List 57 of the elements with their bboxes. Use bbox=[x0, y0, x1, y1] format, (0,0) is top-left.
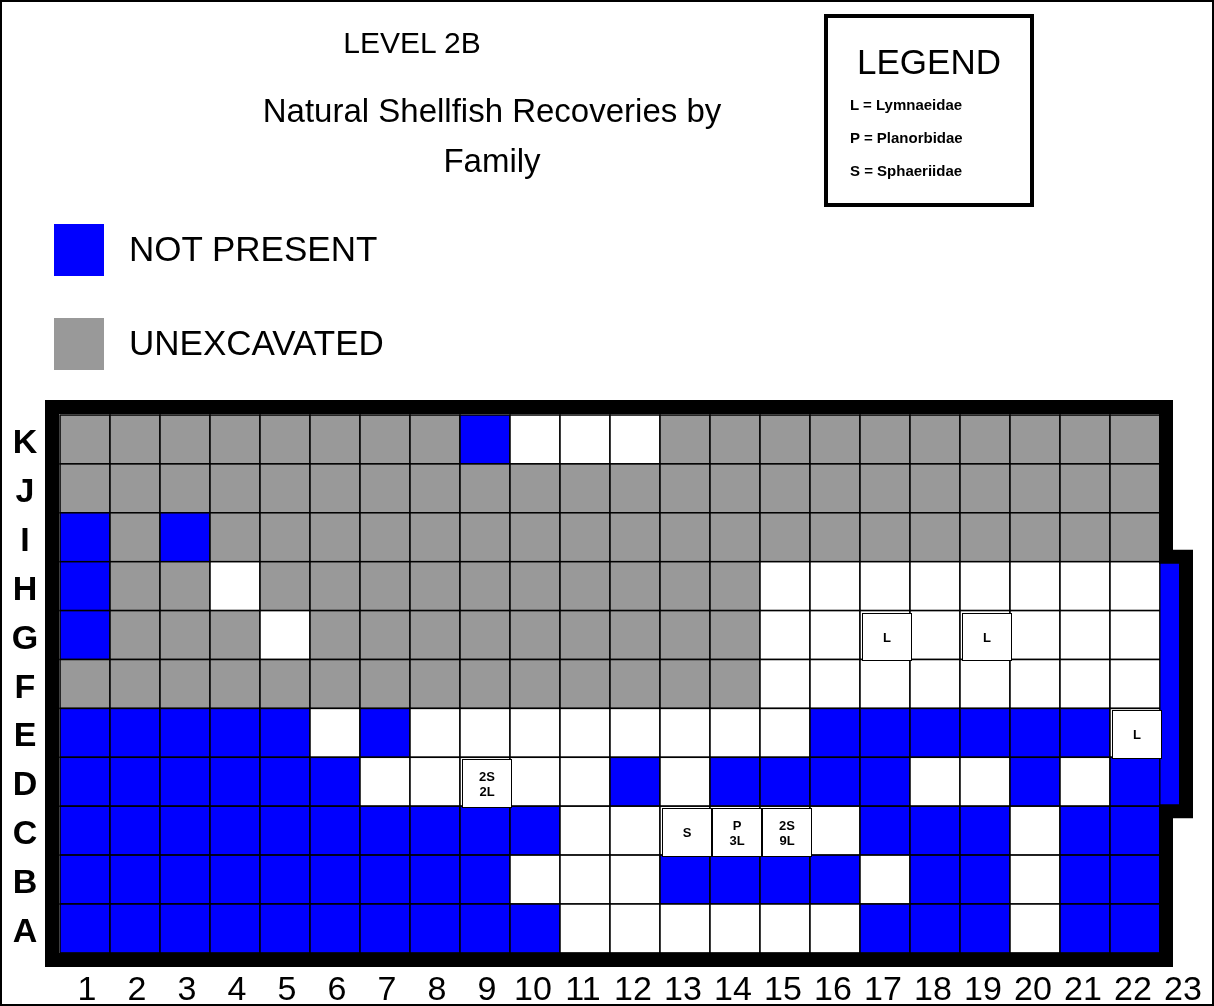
column-label: 13 bbox=[663, 968, 703, 1006]
grid-cell bbox=[962, 612, 1012, 662]
legend-entry: L = Lymnaeidae bbox=[850, 96, 963, 113]
row-label: G bbox=[10, 616, 40, 657]
legend-box bbox=[824, 14, 1034, 207]
cell-text: P 3L bbox=[728, 817, 746, 848]
grid-cell bbox=[762, 808, 812, 858]
column-label: 3 bbox=[176, 968, 198, 1006]
cell-text: S bbox=[681, 825, 693, 841]
row-label: E bbox=[12, 714, 38, 755]
grid-cell bbox=[662, 808, 712, 858]
cell-text: L bbox=[1132, 727, 1142, 743]
column-label: 17 bbox=[863, 968, 903, 1006]
column-label: 12 bbox=[613, 968, 653, 1006]
column-label: 20 bbox=[1013, 968, 1053, 1006]
legend-heading: LEGEND bbox=[856, 42, 1002, 82]
column-label: 11 bbox=[564, 968, 602, 1006]
cell-text: 2S 9L bbox=[778, 817, 796, 848]
row-label: B bbox=[11, 861, 39, 902]
row-label: A bbox=[11, 910, 39, 950]
column-label: 10 bbox=[513, 968, 553, 1006]
row-label: C bbox=[11, 812, 39, 853]
column-label: 19 bbox=[963, 968, 1003, 1006]
cell-text: 2S 2L bbox=[478, 768, 496, 799]
row-label: J bbox=[14, 469, 36, 510]
legend-entry: S = Sphaeriidae bbox=[850, 162, 963, 179]
column-label: 7 bbox=[376, 968, 398, 1006]
diagram-title: Natural Shellfish Recoveries by Family bbox=[261, 91, 723, 181]
cell-text: L bbox=[982, 629, 992, 645]
level-heading: LEVEL 2B bbox=[342, 26, 482, 60]
column-label: 23 bbox=[1163, 968, 1203, 1006]
cell-text: L bbox=[882, 629, 892, 645]
column-label: 2 bbox=[126, 968, 148, 1006]
column-label: 21 bbox=[1063, 968, 1103, 1006]
column-label: 9 bbox=[476, 968, 498, 1006]
grid-cell bbox=[462, 759, 512, 809]
column-label: 6 bbox=[326, 968, 348, 1006]
column-label: 22 bbox=[1113, 968, 1153, 1006]
row-label: I bbox=[19, 518, 31, 559]
column-label: 18 bbox=[913, 968, 953, 1006]
row-label: K bbox=[11, 421, 39, 461]
column-label: 1 bbox=[76, 968, 98, 1006]
column-label: 14 bbox=[713, 968, 753, 1006]
row-label: H bbox=[11, 567, 39, 608]
column-label: 4 bbox=[226, 968, 248, 1006]
column-label: 5 bbox=[276, 968, 298, 1006]
legend-label: UNEXCAVATED bbox=[129, 323, 384, 363]
grid-cell bbox=[1112, 710, 1162, 760]
column-label: 8 bbox=[426, 968, 448, 1006]
column-label: 16 bbox=[813, 968, 853, 1006]
column-label: 15 bbox=[763, 968, 803, 1006]
grid-cell bbox=[712, 808, 762, 858]
grid-cell bbox=[862, 612, 912, 662]
row-label: D bbox=[11, 763, 39, 804]
legend-label: NOT PRESENT bbox=[129, 229, 378, 269]
legend-entry: P = Planorbidae bbox=[850, 129, 963, 146]
row-label: F bbox=[13, 665, 37, 706]
